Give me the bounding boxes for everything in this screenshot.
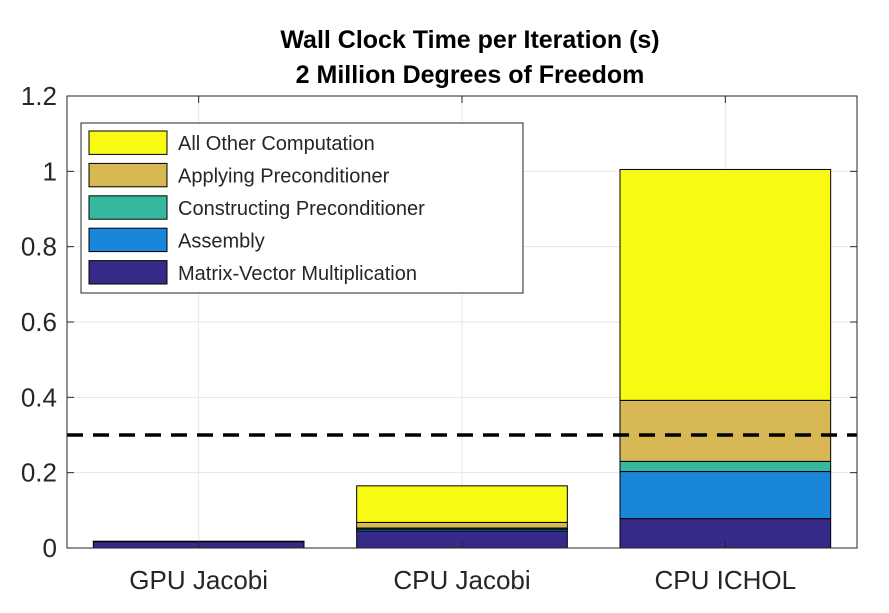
y-axis-ticks: 0 0.2 0.4 0.6 0.8 1 1.2 [21, 81, 857, 563]
y-tick-label: 0.6 [21, 307, 57, 337]
x-axis-ticks: GPU Jacobi CPU Jacobi CPU ICHOL [129, 96, 796, 595]
x-tick-label: CPU Jacobi [393, 565, 530, 595]
y-tick-label: 1 [43, 156, 57, 186]
legend-label: Applying Preconditioner [178, 166, 390, 188]
bar-segment [356, 521, 568, 529]
bar-segment [619, 399, 832, 462]
bar-segment [619, 471, 832, 520]
legend-swatch [88, 260, 168, 285]
legend-label: Constructing Preconditioner [178, 198, 425, 220]
legend-swatch [88, 130, 168, 155]
legend-swatch [88, 227, 168, 253]
legend-swatch [88, 162, 168, 188]
x-tick-label: GPU Jacobi [129, 565, 268, 595]
legend-label: All Other Computation [178, 133, 375, 155]
legend-label: Assembly [178, 230, 265, 252]
chart-title-line-1: Wall Clock Time per Iteration (s) [280, 26, 659, 54]
y-tick-label: 0.2 [21, 458, 57, 488]
bar-segment [619, 168, 832, 401]
y-tick-label: 0.4 [21, 382, 57, 412]
bar-segment [356, 485, 568, 523]
x-tick-label: CPU ICHOL [655, 565, 797, 595]
chart-title-line-2: 2 Million Degrees of Freedom [296, 61, 645, 89]
y-tick-label: 1.2 [21, 81, 57, 111]
y-tick-label: 0 [43, 533, 57, 563]
legend-swatch [88, 195, 168, 220]
bars [92, 168, 832, 549]
legend-label: Matrix-Vector Multiplication [178, 263, 417, 285]
bar-segment [619, 460, 832, 473]
y-tick-label: 0.8 [21, 232, 57, 262]
